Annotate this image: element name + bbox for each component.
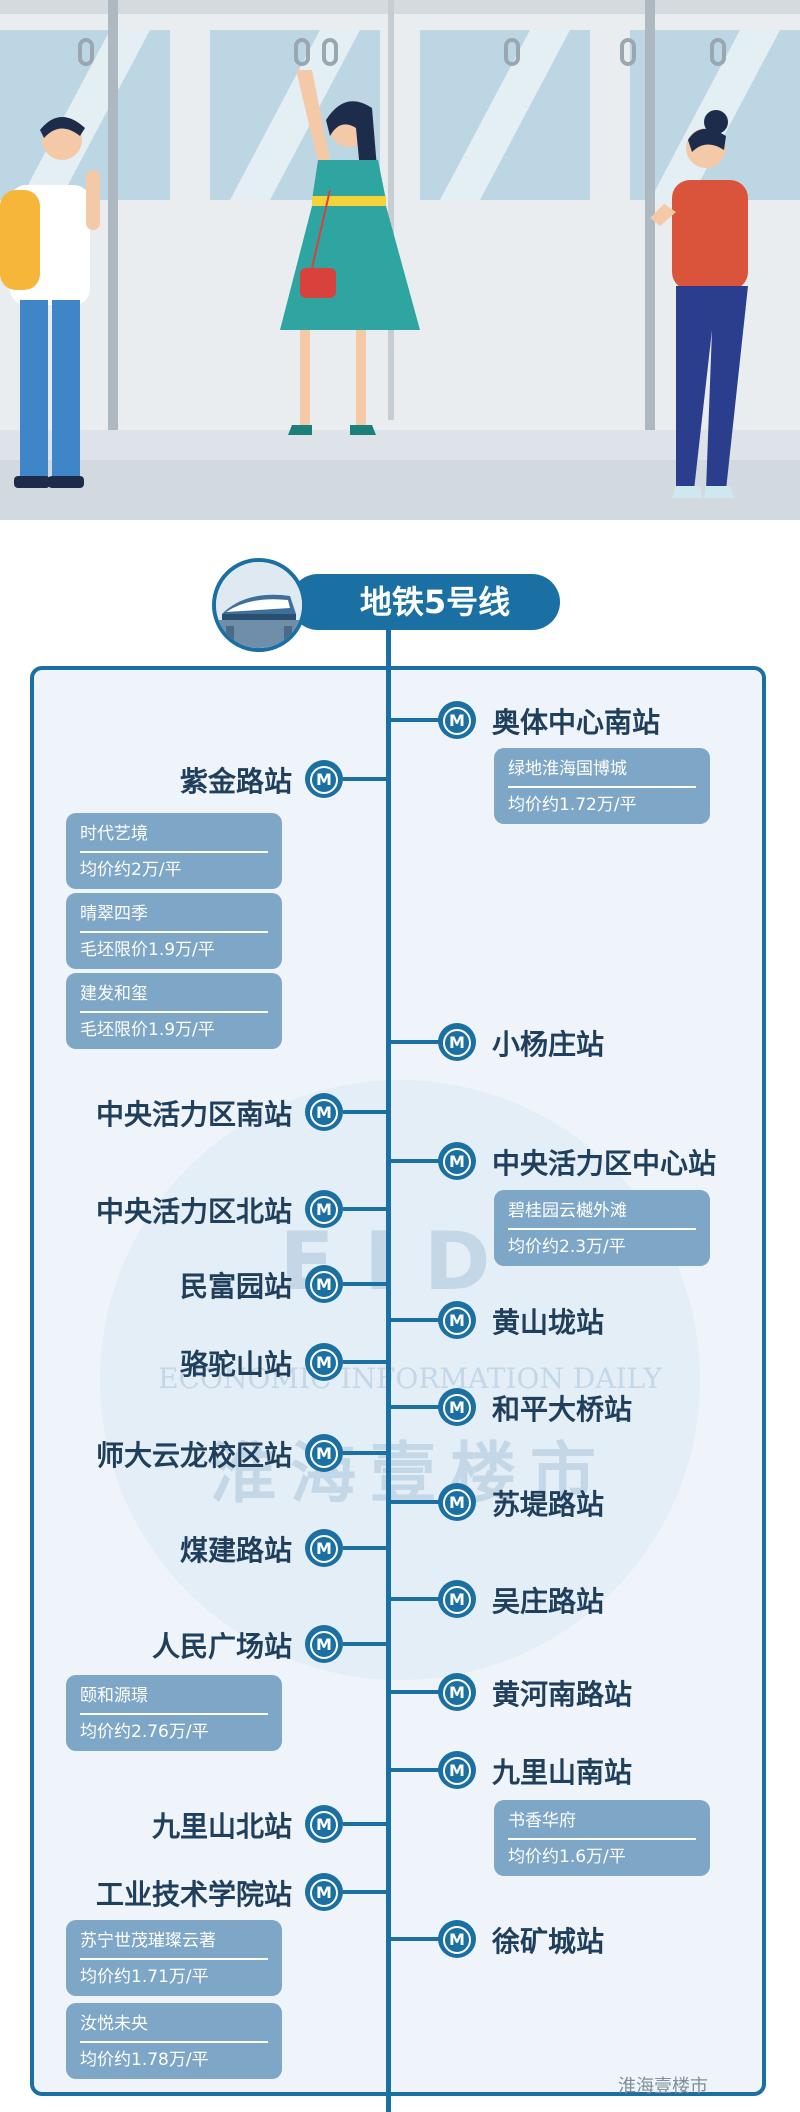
metro-station-icon: M: [305, 1434, 343, 1472]
metro-station-icon: M: [305, 1625, 343, 1663]
metro-station-icon: M: [438, 1580, 476, 1618]
property-name: 苏宁世茂璀璨云著: [80, 1928, 268, 1960]
property-card: 建发和玺毛坯限价1.9万/平: [66, 973, 282, 1049]
station-xukuangcheng: 徐矿城站: [492, 1925, 605, 1958]
subway-illustration: [0, 0, 800, 520]
property-card: 颐和源璟均价约2.76万/平: [66, 1675, 282, 1751]
page-title: 地铁5号线: [290, 574, 560, 630]
property-name: 绿地淮海国博城: [508, 756, 696, 788]
station-tick: [343, 1546, 388, 1550]
station-aoti-south: 奥体中心南站: [492, 706, 661, 739]
property-price: 均价约2万/平: [80, 860, 182, 880]
station-meijian-road: 煤建路站: [179, 1534, 292, 1567]
metro-station-icon: M: [438, 1142, 476, 1180]
station-huangshanlong: 黄山垅站: [492, 1306, 605, 1339]
property-card: 书香华府均价约1.6万/平: [494, 1800, 710, 1876]
station-tick: [390, 1159, 440, 1163]
train-badge-icon: [212, 558, 306, 652]
station-xiaoyangzhuang: 小杨庄站: [492, 1028, 605, 1061]
station-tick: [343, 777, 388, 781]
watermark-overlay: [100, 1080, 700, 1680]
property-price: 均价约2.3万/平: [508, 1237, 626, 1257]
property-name: 碧桂园云樾外滩: [508, 1198, 696, 1230]
metro-station-icon: M: [305, 1093, 343, 1131]
property-card: 汝悦未央均价约1.78万/平: [66, 2003, 282, 2079]
station-cad-south: 中央活力区南站: [95, 1098, 292, 1131]
metro-station-icon: M: [305, 1873, 343, 1911]
station-tick: [390, 1318, 440, 1322]
station-tick: [343, 1110, 388, 1114]
station-jiulishan-north: 九里山北站: [151, 1810, 292, 1843]
property-name: 颐和源璟: [80, 1683, 268, 1715]
station-tick: [343, 1451, 388, 1455]
station-sudi-road: 苏堤路站: [492, 1488, 605, 1521]
subway-car-scene: [0, 0, 800, 520]
station-cad-north: 中央活力区北站: [95, 1195, 292, 1228]
property-price: 均价约1.6万/平: [508, 1847, 626, 1867]
metro-station-icon: M: [305, 760, 343, 798]
metro-station-icon: M: [305, 1529, 343, 1567]
metro-station-icon: M: [438, 1388, 476, 1426]
property-card: 绿地淮海国博城均价约1.72万/平: [494, 748, 710, 824]
station-jiulishan-south: 九里山南站: [492, 1756, 633, 1789]
property-price: 均价约1.71万/平: [80, 1967, 209, 1987]
station-tick: [343, 1642, 388, 1646]
metro-station-icon: M: [438, 1920, 476, 1958]
metro-station-icon: M: [305, 1805, 343, 1843]
metro-station-icon: M: [438, 1673, 476, 1711]
metro-station-icon: M: [438, 1483, 476, 1521]
station-zijin-road: 紫金路站: [179, 765, 292, 798]
station-tick: [390, 1768, 440, 1772]
property-price: 毛坯限价1.9万/平: [80, 1020, 215, 1040]
station-tick: [343, 1360, 388, 1364]
property-card: 碧桂园云樾外滩均价约2.3万/平: [494, 1190, 710, 1266]
station-tick: [390, 1597, 440, 1601]
station-wuzhuang-road: 吴庄路站: [492, 1585, 605, 1618]
metro-station-icon: M: [438, 1023, 476, 1061]
station-tick: [390, 1500, 440, 1504]
station-renmin-square: 人民广场站: [151, 1630, 292, 1663]
station-tick: [390, 1040, 440, 1044]
station-huanghe-south: 黄河南路站: [492, 1678, 633, 1711]
property-card: 晴翠四季毛坯限价1.9万/平: [66, 893, 282, 969]
watermark-english-overlay: ECONOMIC INFORMATION DAILY: [158, 1362, 662, 1395]
metro-station-icon: M: [305, 1343, 343, 1381]
metro-station-icon: M: [438, 1301, 476, 1339]
station-shida-yunlong: 师大云龙校区站: [95, 1439, 292, 1472]
property-card: 苏宁世茂璀璨云著均价约1.71万/平: [66, 1920, 282, 1996]
metro-station-icon: M: [438, 701, 476, 739]
station-tick: [390, 1690, 440, 1694]
station-luotuoshan: 骆驼山站: [179, 1348, 292, 1381]
watermark-chinese-overlay: 淮海壹楼市: [210, 1435, 610, 1512]
property-price: 均价约1.72万/平: [508, 795, 637, 815]
property-name: 书香华府: [508, 1808, 696, 1840]
metro-station-icon: M: [305, 1265, 343, 1303]
footer-watermark: 淮海壹楼市: [618, 2076, 708, 2097]
station-tick: [390, 718, 440, 722]
property-price: 毛坯限价1.9万/平: [80, 940, 215, 960]
metro-station-icon: M: [438, 1751, 476, 1789]
station-tick: [343, 1890, 388, 1894]
metro-line: [386, 620, 391, 2112]
station-tick: [390, 1405, 440, 1409]
property-name: 时代艺境: [80, 821, 268, 853]
property-name: 汝悦未央: [80, 2011, 268, 2043]
station-tick: [343, 1282, 388, 1286]
station-tick: [390, 1937, 440, 1941]
station-cad-center: 中央活力区中心站: [492, 1147, 717, 1180]
property-name: 晴翠四季: [80, 901, 268, 933]
station-heping-bridge: 和平大桥站: [492, 1393, 633, 1426]
property-price: 均价约1.78万/平: [80, 2050, 209, 2070]
station-tick: [343, 1207, 388, 1211]
property-card: 时代艺境均价约2万/平: [66, 813, 282, 889]
property-name: 建发和玺: [80, 981, 268, 1013]
metro-station-icon: M: [305, 1190, 343, 1228]
station-minfuyuan: 民富园站: [179, 1270, 292, 1303]
property-price: 均价约2.76万/平: [80, 1722, 209, 1742]
station-gongye-jishu: 工业技术学院站: [95, 1878, 292, 1911]
station-tick: [343, 1822, 388, 1826]
